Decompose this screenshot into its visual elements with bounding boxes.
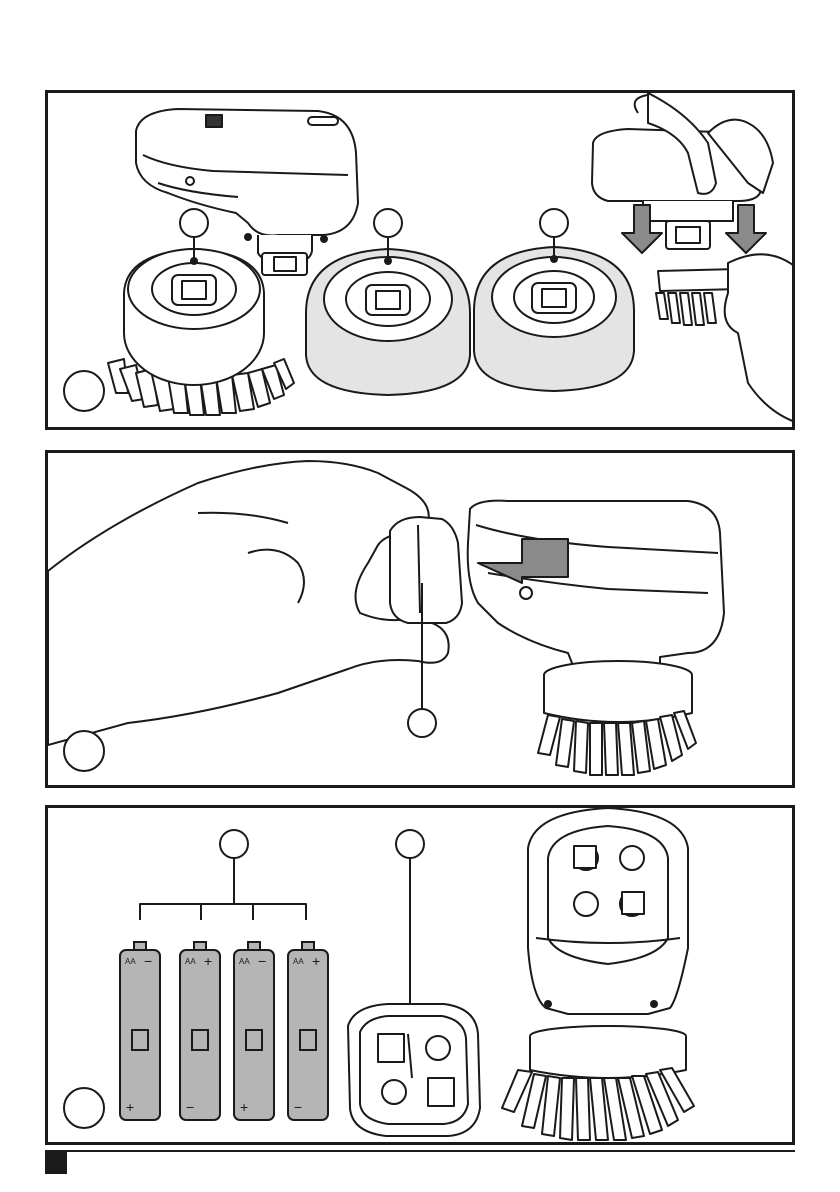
figure-2-illustration bbox=[48, 453, 795, 788]
battery-top-polarity: + bbox=[312, 953, 320, 969]
aa-battery: AA− + bbox=[120, 942, 160, 1120]
figure-1-illustration bbox=[48, 93, 795, 430]
open-battery-compartment bbox=[502, 808, 694, 1140]
callout-circle-5 bbox=[220, 830, 248, 858]
aa-battery: AA− + bbox=[234, 942, 274, 1120]
battery-type-label: AA bbox=[185, 957, 196, 966]
scrubber-body bbox=[468, 501, 724, 722]
battery-top-polarity: − bbox=[258, 953, 266, 969]
figure-panel-3: AA−+AA+−AA−+AA+− bbox=[45, 805, 795, 1145]
step-marker-1 bbox=[64, 371, 104, 411]
sponge-head-1 bbox=[306, 223, 470, 395]
battery-top-polarity: − bbox=[144, 953, 152, 969]
battery-bottom-polarity: − bbox=[294, 1099, 302, 1115]
battery-bottom-polarity: + bbox=[240, 1099, 248, 1115]
battery-type-label: AA bbox=[125, 957, 136, 966]
figure-panel-1 bbox=[45, 90, 795, 430]
step-marker-3 bbox=[64, 1088, 104, 1128]
hand bbox=[48, 461, 449, 745]
battery-top-polarity: + bbox=[204, 953, 212, 969]
callout-circle-3 bbox=[540, 209, 568, 237]
sponge-head-2 bbox=[474, 223, 634, 391]
battery-type-label: AA bbox=[239, 957, 250, 966]
battery-group: AA−+AA+−AA−+AA+− bbox=[120, 942, 328, 1120]
callout-circle-6 bbox=[396, 830, 424, 858]
callout-circle-2 bbox=[374, 209, 402, 237]
aa-battery: AA + − bbox=[288, 942, 328, 1120]
battery-type-label: AA bbox=[293, 957, 304, 966]
battery-cover bbox=[390, 517, 462, 623]
battery-cover-inside bbox=[348, 1004, 480, 1136]
step-marker-2 bbox=[64, 731, 104, 771]
footer-rule bbox=[45, 1150, 795, 1152]
figure-panel-2 bbox=[45, 450, 795, 788]
callout-circle-4 bbox=[408, 709, 436, 737]
battery-bottom-polarity: − bbox=[186, 1099, 194, 1115]
aa-battery: AA + − bbox=[180, 942, 220, 1120]
handle-unit bbox=[136, 109, 358, 275]
battery-bottom-polarity: + bbox=[126, 1099, 134, 1115]
callout-circle-1 bbox=[180, 209, 208, 237]
figure-3-illustration: AA−+AA+−AA−+AA+− bbox=[48, 808, 795, 1145]
page-marker bbox=[45, 1152, 67, 1174]
